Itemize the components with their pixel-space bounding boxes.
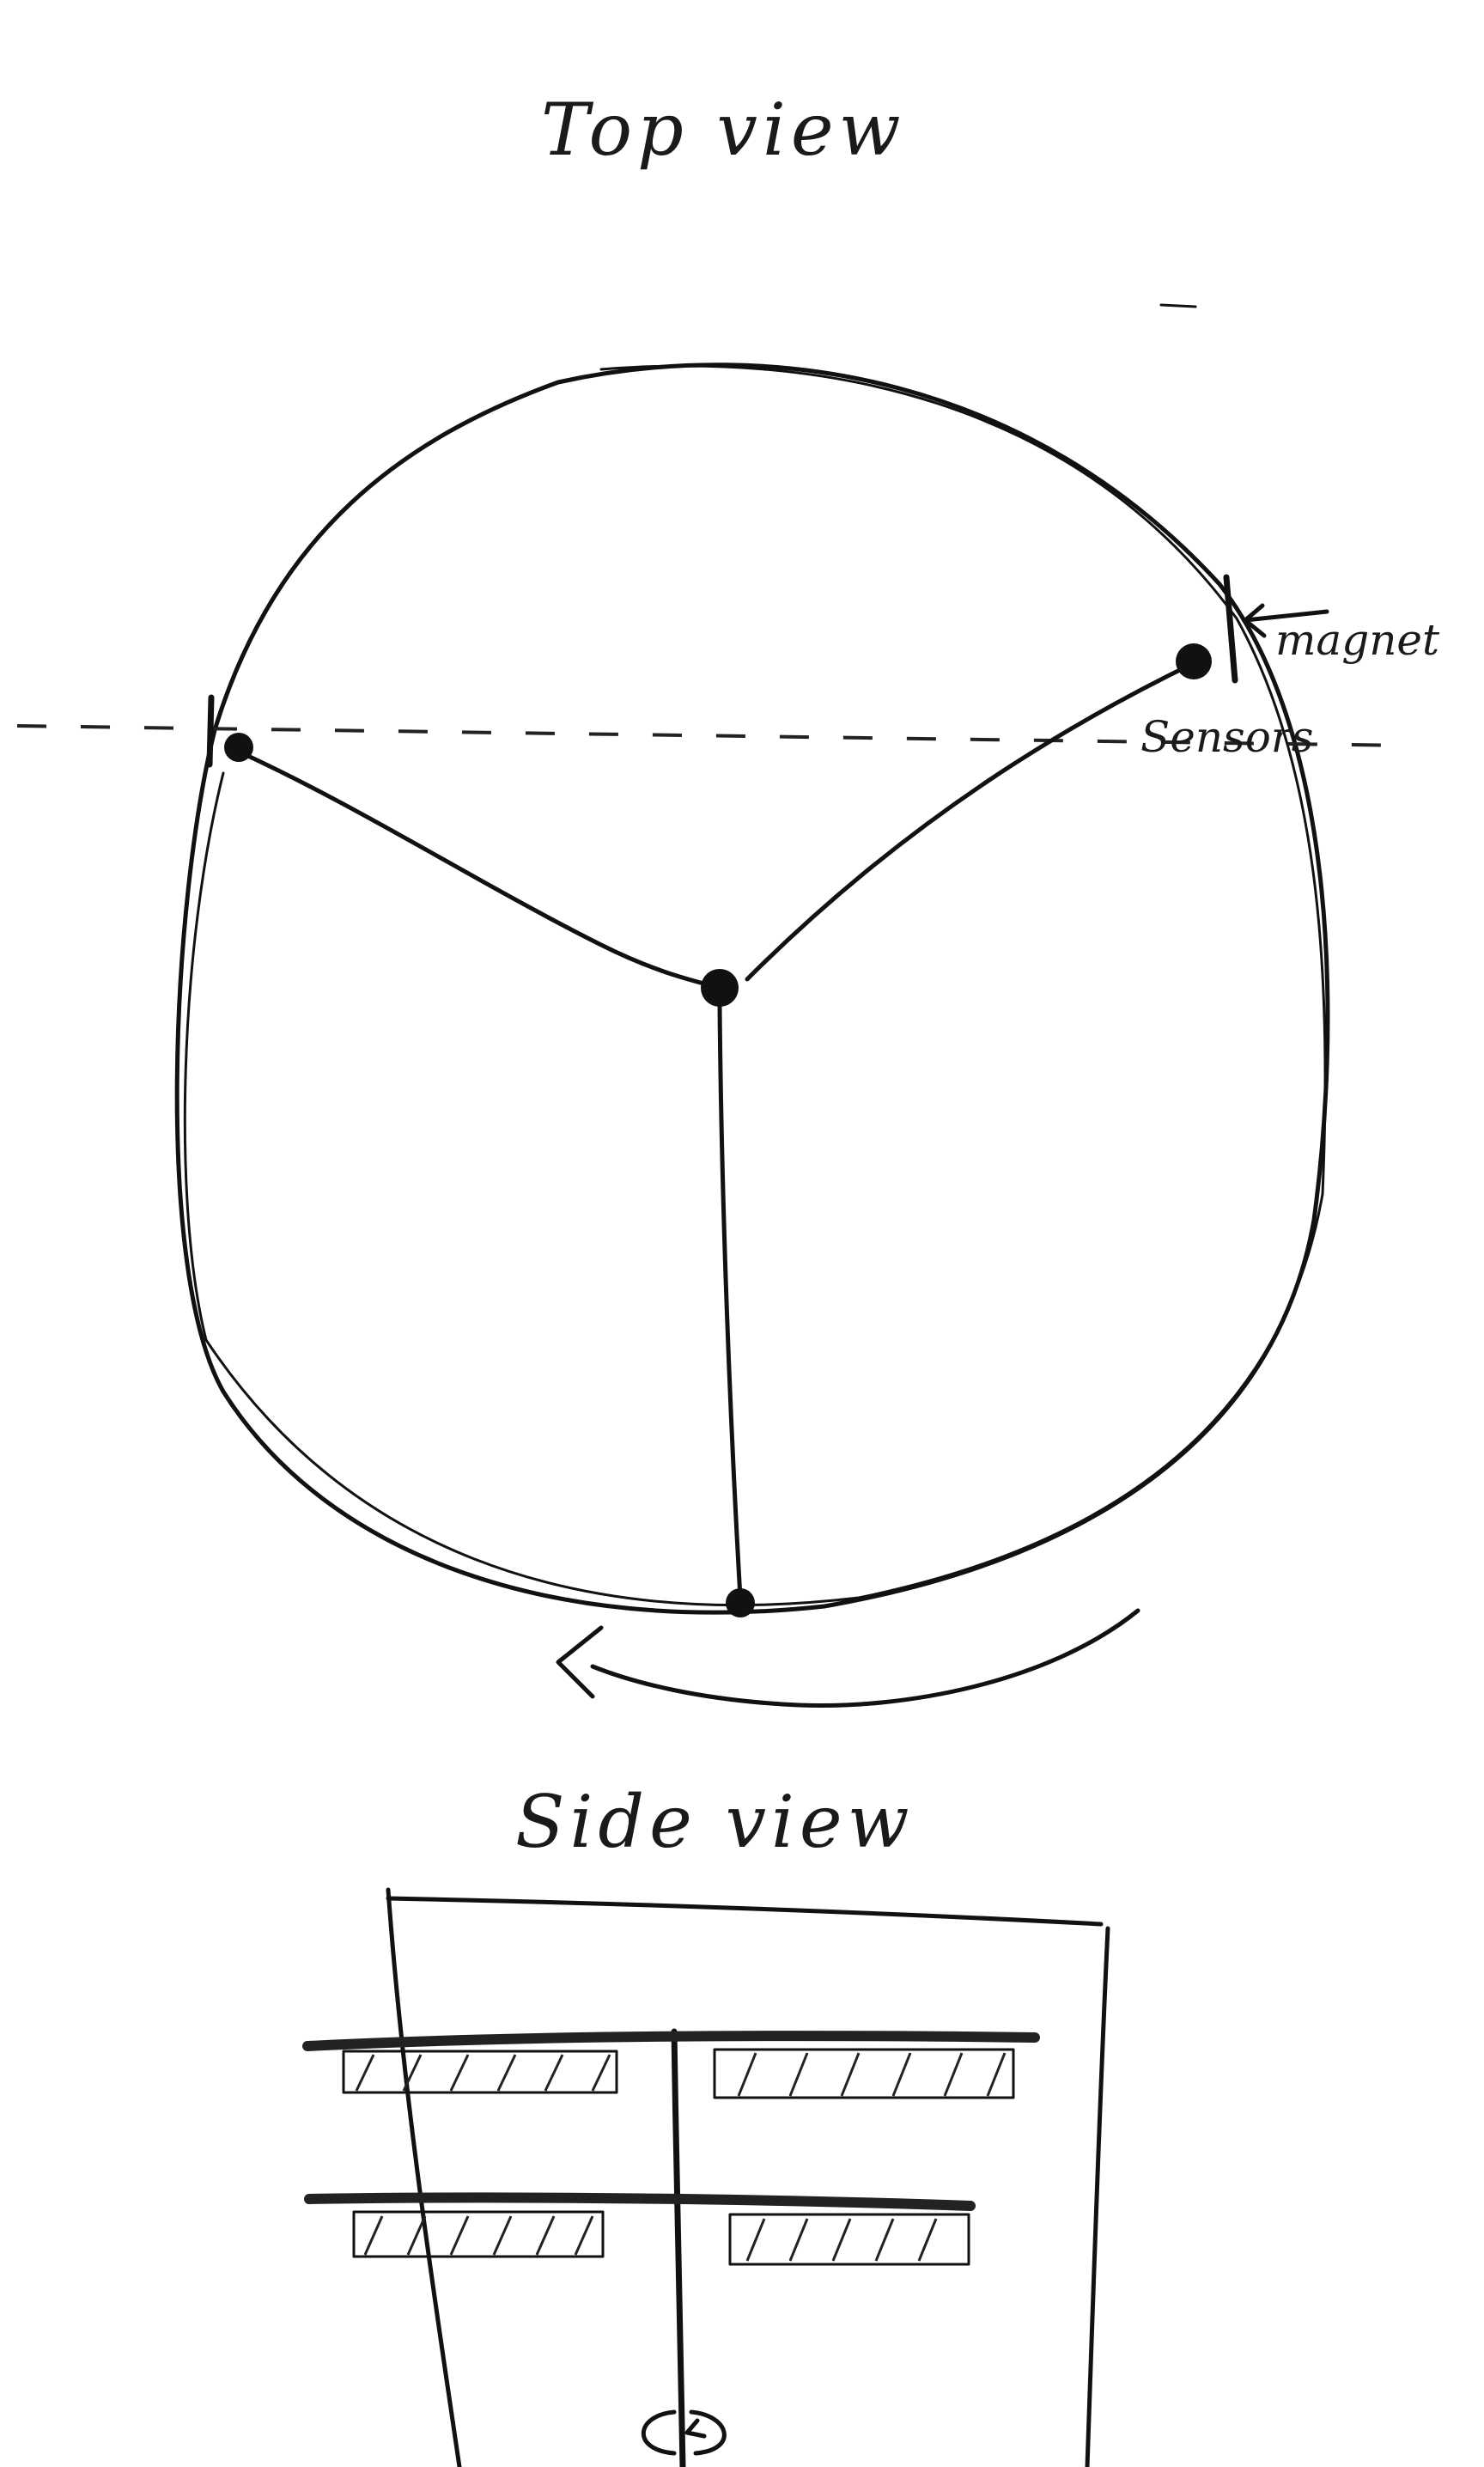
sensor-dot-bottom <box>726 1588 755 1617</box>
lower-left-magnet-block <box>352 2210 605 2258</box>
lower-right-hatching <box>745 2218 938 2262</box>
shaft-rotation-symbol <box>641 2409 727 2456</box>
frame-right-post <box>1085 1926 1110 2467</box>
upper-rotor-plate <box>302 2031 1040 2051</box>
center-shaft <box>671 2028 686 2467</box>
frame-left-post <box>386 1887 462 2467</box>
side-view: Side view <box>302 1780 1110 2467</box>
hub-dot <box>701 969 739 1007</box>
top-view: Top view magnet Sensors <box>16 88 1440 1708</box>
rotation-arrow <box>590 1608 1140 1708</box>
sensor-dot-left <box>224 733 253 762</box>
top-view-title: Top view <box>541 88 905 172</box>
frame-top-bar <box>386 1896 1104 1927</box>
lower-left-hatching <box>363 2215 594 2256</box>
upper-left-hatching <box>355 2054 611 2092</box>
rotor-outline-overstroke <box>183 364 1327 1606</box>
rotor-outline <box>174 362 1330 1615</box>
upper-left-magnet-block <box>342 2050 618 2094</box>
sensors-label: Sensors <box>1140 712 1313 762</box>
lower-rotor-plate <box>304 2192 976 2211</box>
upper-right-magnet-block <box>713 2048 1015 2099</box>
left-rim-tick <box>206 694 215 768</box>
side-view-title: Side view <box>515 1780 915 1864</box>
dashed-axis-line <box>16 724 1409 747</box>
upper-right-hatching <box>737 2052 1007 2097</box>
stray-mark <box>1159 303 1197 308</box>
magnet-label: magnet <box>1275 615 1440 665</box>
spoke-left <box>236 749 722 990</box>
sensor-dot-right <box>1176 643 1212 679</box>
spoke-right <box>745 661 1196 982</box>
lower-right-magnet-block <box>728 2213 970 2266</box>
rotation-arrowhead <box>556 1625 604 1699</box>
right-rim-tick <box>1223 574 1238 684</box>
magnet-arrow <box>1243 603 1329 638</box>
spoke-bottom <box>717 1002 743 1600</box>
